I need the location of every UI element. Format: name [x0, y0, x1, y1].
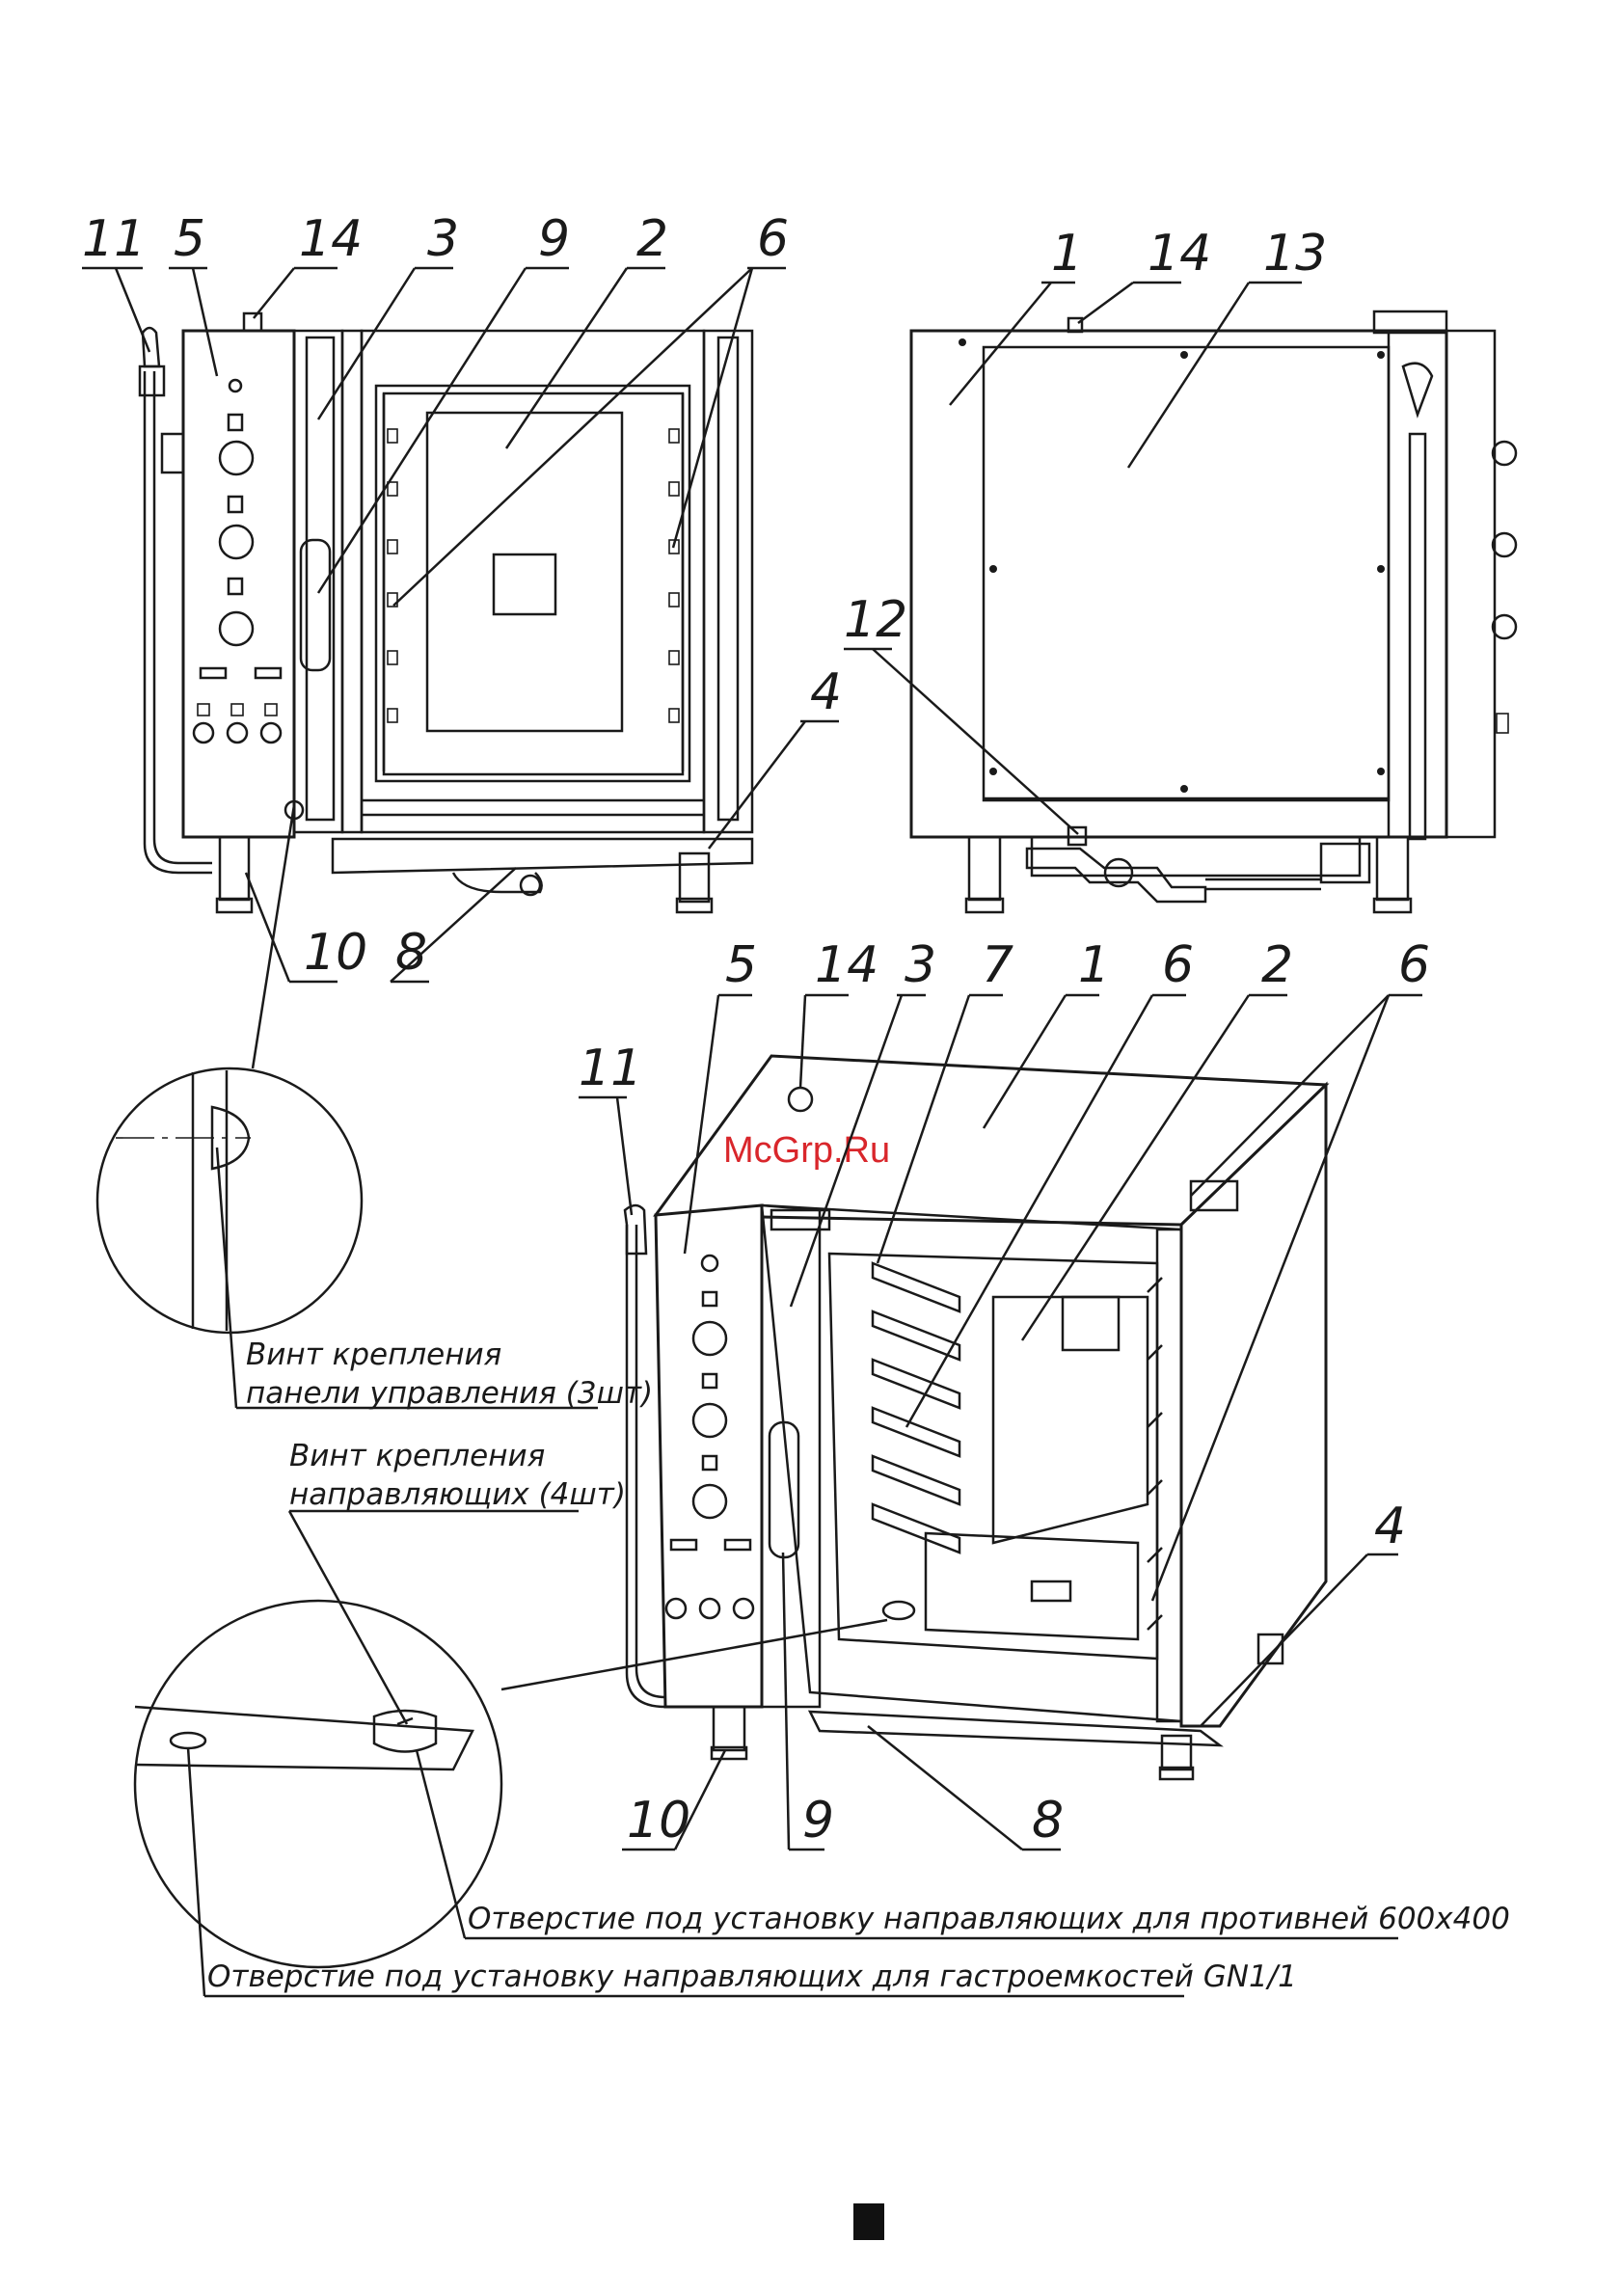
callout-3-iso: 3: [905, 936, 936, 994]
callout-11-iso: 11: [579, 1040, 642, 1097]
callout-9-front: 9: [538, 210, 570, 268]
callout-10-front: 10: [304, 924, 367, 982]
callout-12-rear: 12: [844, 591, 907, 649]
note-hole-600x400: Отверстие под установку направляющих для…: [468, 1902, 1510, 1936]
detail-panel-screw: Винт крепления панели управления (3шт): [97, 805, 653, 1411]
spray-gun-11: [143, 328, 159, 366]
callout-6-iso-left: 6: [1162, 936, 1194, 994]
square-icon: [853, 2203, 884, 2240]
iso-rails-right-6: [1148, 1278, 1162, 1630]
callout-6-iso-right: 6: [1398, 936, 1430, 994]
callout-14-rear: 14: [1148, 225, 1211, 283]
callout-11: 11: [82, 210, 146, 268]
note-hole-gn: Отверстие под установку направляющих для…: [207, 1959, 1297, 1994]
callout-2-front: 2: [636, 210, 668, 268]
iso-fan-cover-2: [1063, 1297, 1119, 1350]
door-handle-9: [301, 540, 330, 670]
iso-cavity: [762, 1205, 1181, 1721]
callout-5: 5: [174, 210, 205, 268]
callout-1-rear: 1: [1051, 225, 1083, 283]
callout-13-rear: 13: [1263, 225, 1327, 283]
rear-view: [911, 311, 1516, 912]
callout-10-iso: 10: [627, 1792, 690, 1850]
guide-screw-detail: [374, 1711, 436, 1752]
callout-4-iso: 4: [1374, 1498, 1406, 1555]
callout-6-front: 6: [757, 210, 789, 268]
callout-9-iso: 9: [802, 1792, 834, 1850]
note-panel-screw-2: панели управления (3шт): [246, 1376, 653, 1411]
note-guide-screw-2: направляющих (4шт): [289, 1477, 626, 1512]
callout-8-iso: 8: [1032, 1792, 1064, 1850]
callout-5-iso: 5: [725, 936, 757, 994]
oven-cavity: [362, 331, 704, 832]
callout-1-iso: 1: [1078, 936, 1110, 994]
top-fitting-14: [244, 313, 261, 331]
rear-body-1: [911, 331, 1446, 837]
callout-4-front: 4: [810, 663, 842, 721]
drip-tray-8: [333, 839, 752, 873]
guide-rail-detail: [135, 1707, 473, 1769]
watermark: McGrp.Ru: [723, 1130, 890, 1171]
callout-14-front: 14: [299, 210, 363, 268]
guide-rails-6: [384, 393, 683, 771]
callout-14-iso: 14: [815, 936, 878, 994]
hole-gn-detail: [171, 1733, 205, 1748]
leg-10: [220, 837, 249, 900]
note-guide-screw-1: Винт крепления: [289, 1439, 545, 1473]
callout-3-front: 3: [427, 210, 459, 268]
note-panel-screw-1: Винт крепления: [246, 1337, 501, 1372]
front-view: [140, 313, 752, 912]
fan-cover-2: [427, 413, 622, 731]
control-panel: [183, 331, 294, 837]
callout-2-iso: 2: [1261, 936, 1293, 994]
callout-7-iso: 7: [982, 936, 1013, 994]
